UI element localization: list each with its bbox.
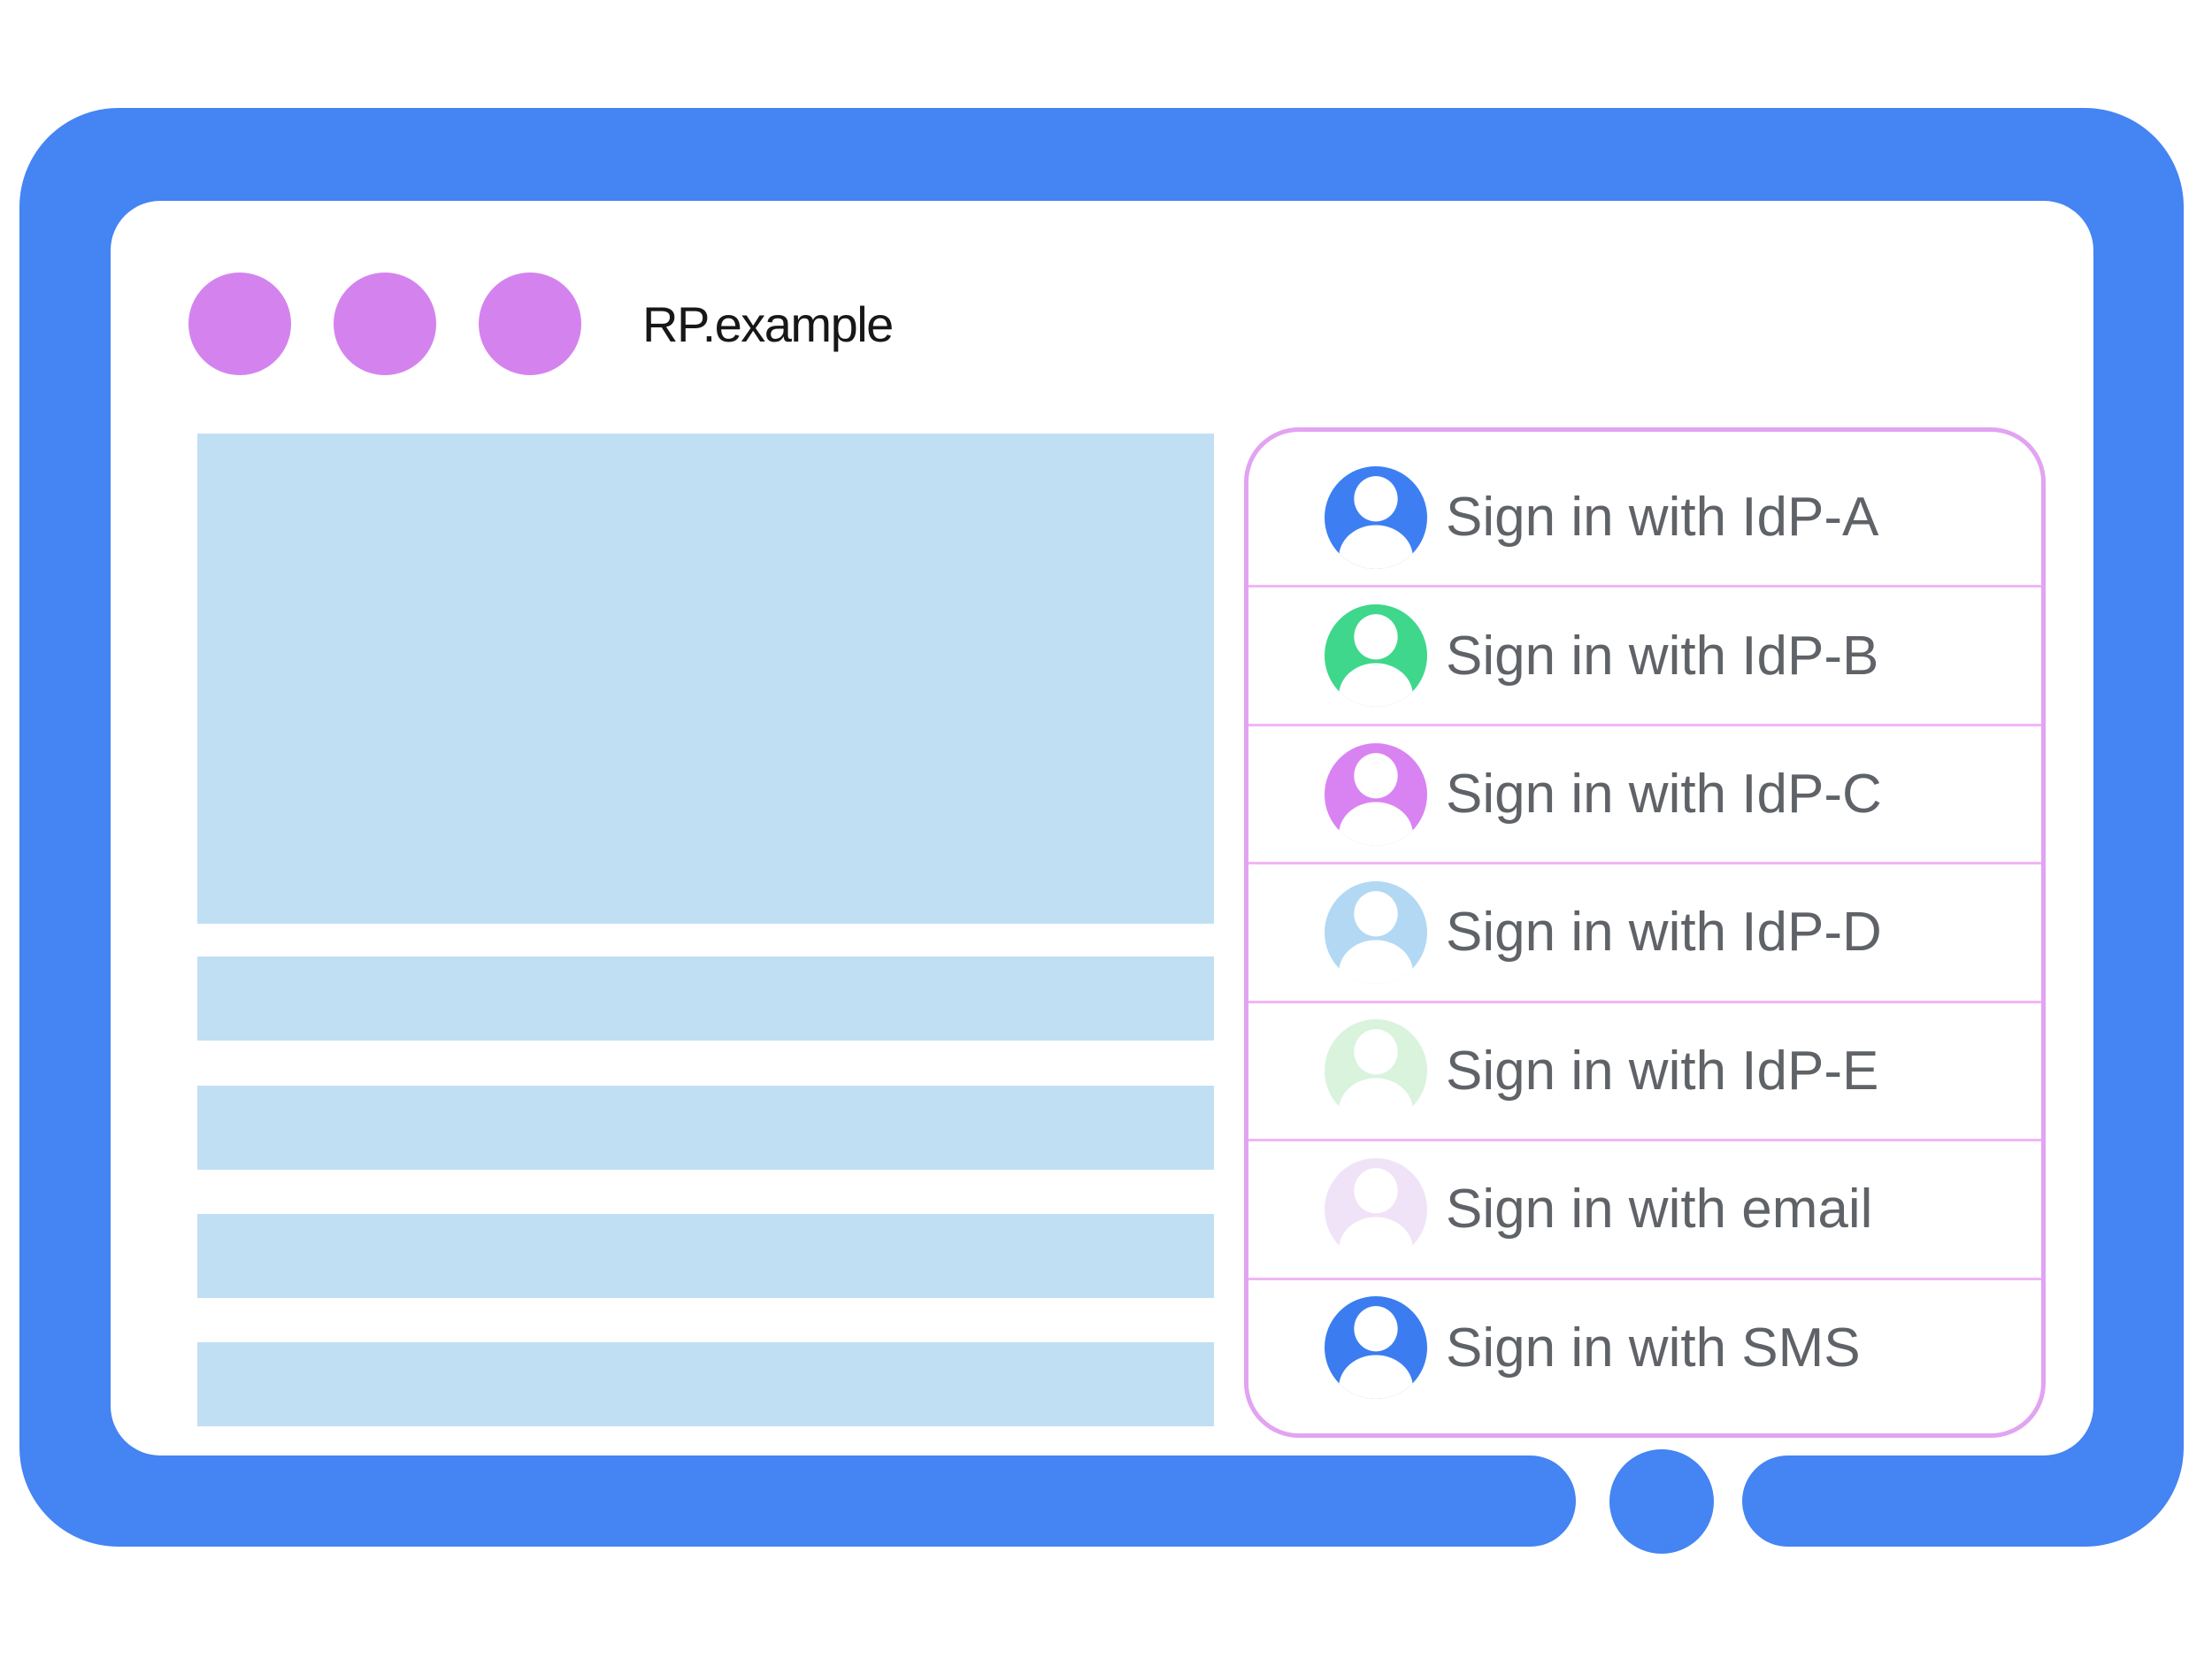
window-dot-icon xyxy=(479,273,581,375)
frame-bar-right-cap xyxy=(1742,1455,1843,1547)
user-avatar-icon xyxy=(1325,604,1427,708)
signin-option-label: Sign in with email xyxy=(1446,1179,1873,1240)
user-avatar-icon xyxy=(1325,1019,1427,1123)
window-dot-icon xyxy=(334,273,436,375)
page-title: RP.example xyxy=(642,296,894,352)
content-placeholder-hero xyxy=(197,434,1214,924)
content-placeholder-line xyxy=(197,1214,1214,1298)
window-controls xyxy=(188,273,581,375)
content-placeholder-line xyxy=(197,1342,1214,1426)
user-avatar-icon xyxy=(1325,1157,1427,1261)
content-placeholder-line xyxy=(197,1086,1214,1170)
signin-option-1[interactable]: Sign in with IdP-B xyxy=(1248,588,2041,723)
signin-option-0[interactable]: Sign in with IdP-A xyxy=(1248,449,2041,585)
user-avatar-icon xyxy=(1325,1296,1427,1400)
user-avatar-icon xyxy=(1325,465,1427,569)
signin-option-2[interactable]: Sign in with IdP-C xyxy=(1248,726,2041,862)
signin-option-label: Sign in with IdP-D xyxy=(1446,902,1882,964)
row-divider xyxy=(1248,862,2041,865)
row-divider xyxy=(1248,1139,2041,1142)
home-button xyxy=(1609,1449,1714,1554)
signin-dialog: Sign in with IdP-A Sign in with IdP-B Sign… xyxy=(1244,427,2046,1438)
user-avatar-icon xyxy=(1325,880,1427,984)
row-divider xyxy=(1248,723,2041,726)
row-divider xyxy=(1248,1000,2041,1003)
signin-option-6[interactable]: Sign in with SMS xyxy=(1248,1280,2041,1416)
signin-option-label: Sign in with IdP-A xyxy=(1446,487,1879,549)
content-placeholder-line xyxy=(197,956,1214,1041)
window-dot-icon xyxy=(188,273,291,375)
signin-option-label: Sign in with SMS xyxy=(1446,1317,1861,1379)
user-avatar-icon xyxy=(1325,742,1427,846)
row-divider xyxy=(1248,585,2041,588)
frame-bar-left-cap xyxy=(1475,1455,1576,1547)
signin-option-4[interactable]: Sign in with IdP-E xyxy=(1248,1003,2041,1139)
signin-option-5[interactable]: Sign in with email xyxy=(1248,1141,2041,1277)
signin-option-label: Sign in with IdP-E xyxy=(1446,1040,1879,1102)
row-divider xyxy=(1248,1277,2041,1280)
signin-option-label: Sign in with IdP-B xyxy=(1446,625,1879,687)
signin-option-3[interactable]: Sign in with IdP-D xyxy=(1248,864,2041,1000)
signin-option-label: Sign in with IdP-C xyxy=(1446,764,1882,826)
